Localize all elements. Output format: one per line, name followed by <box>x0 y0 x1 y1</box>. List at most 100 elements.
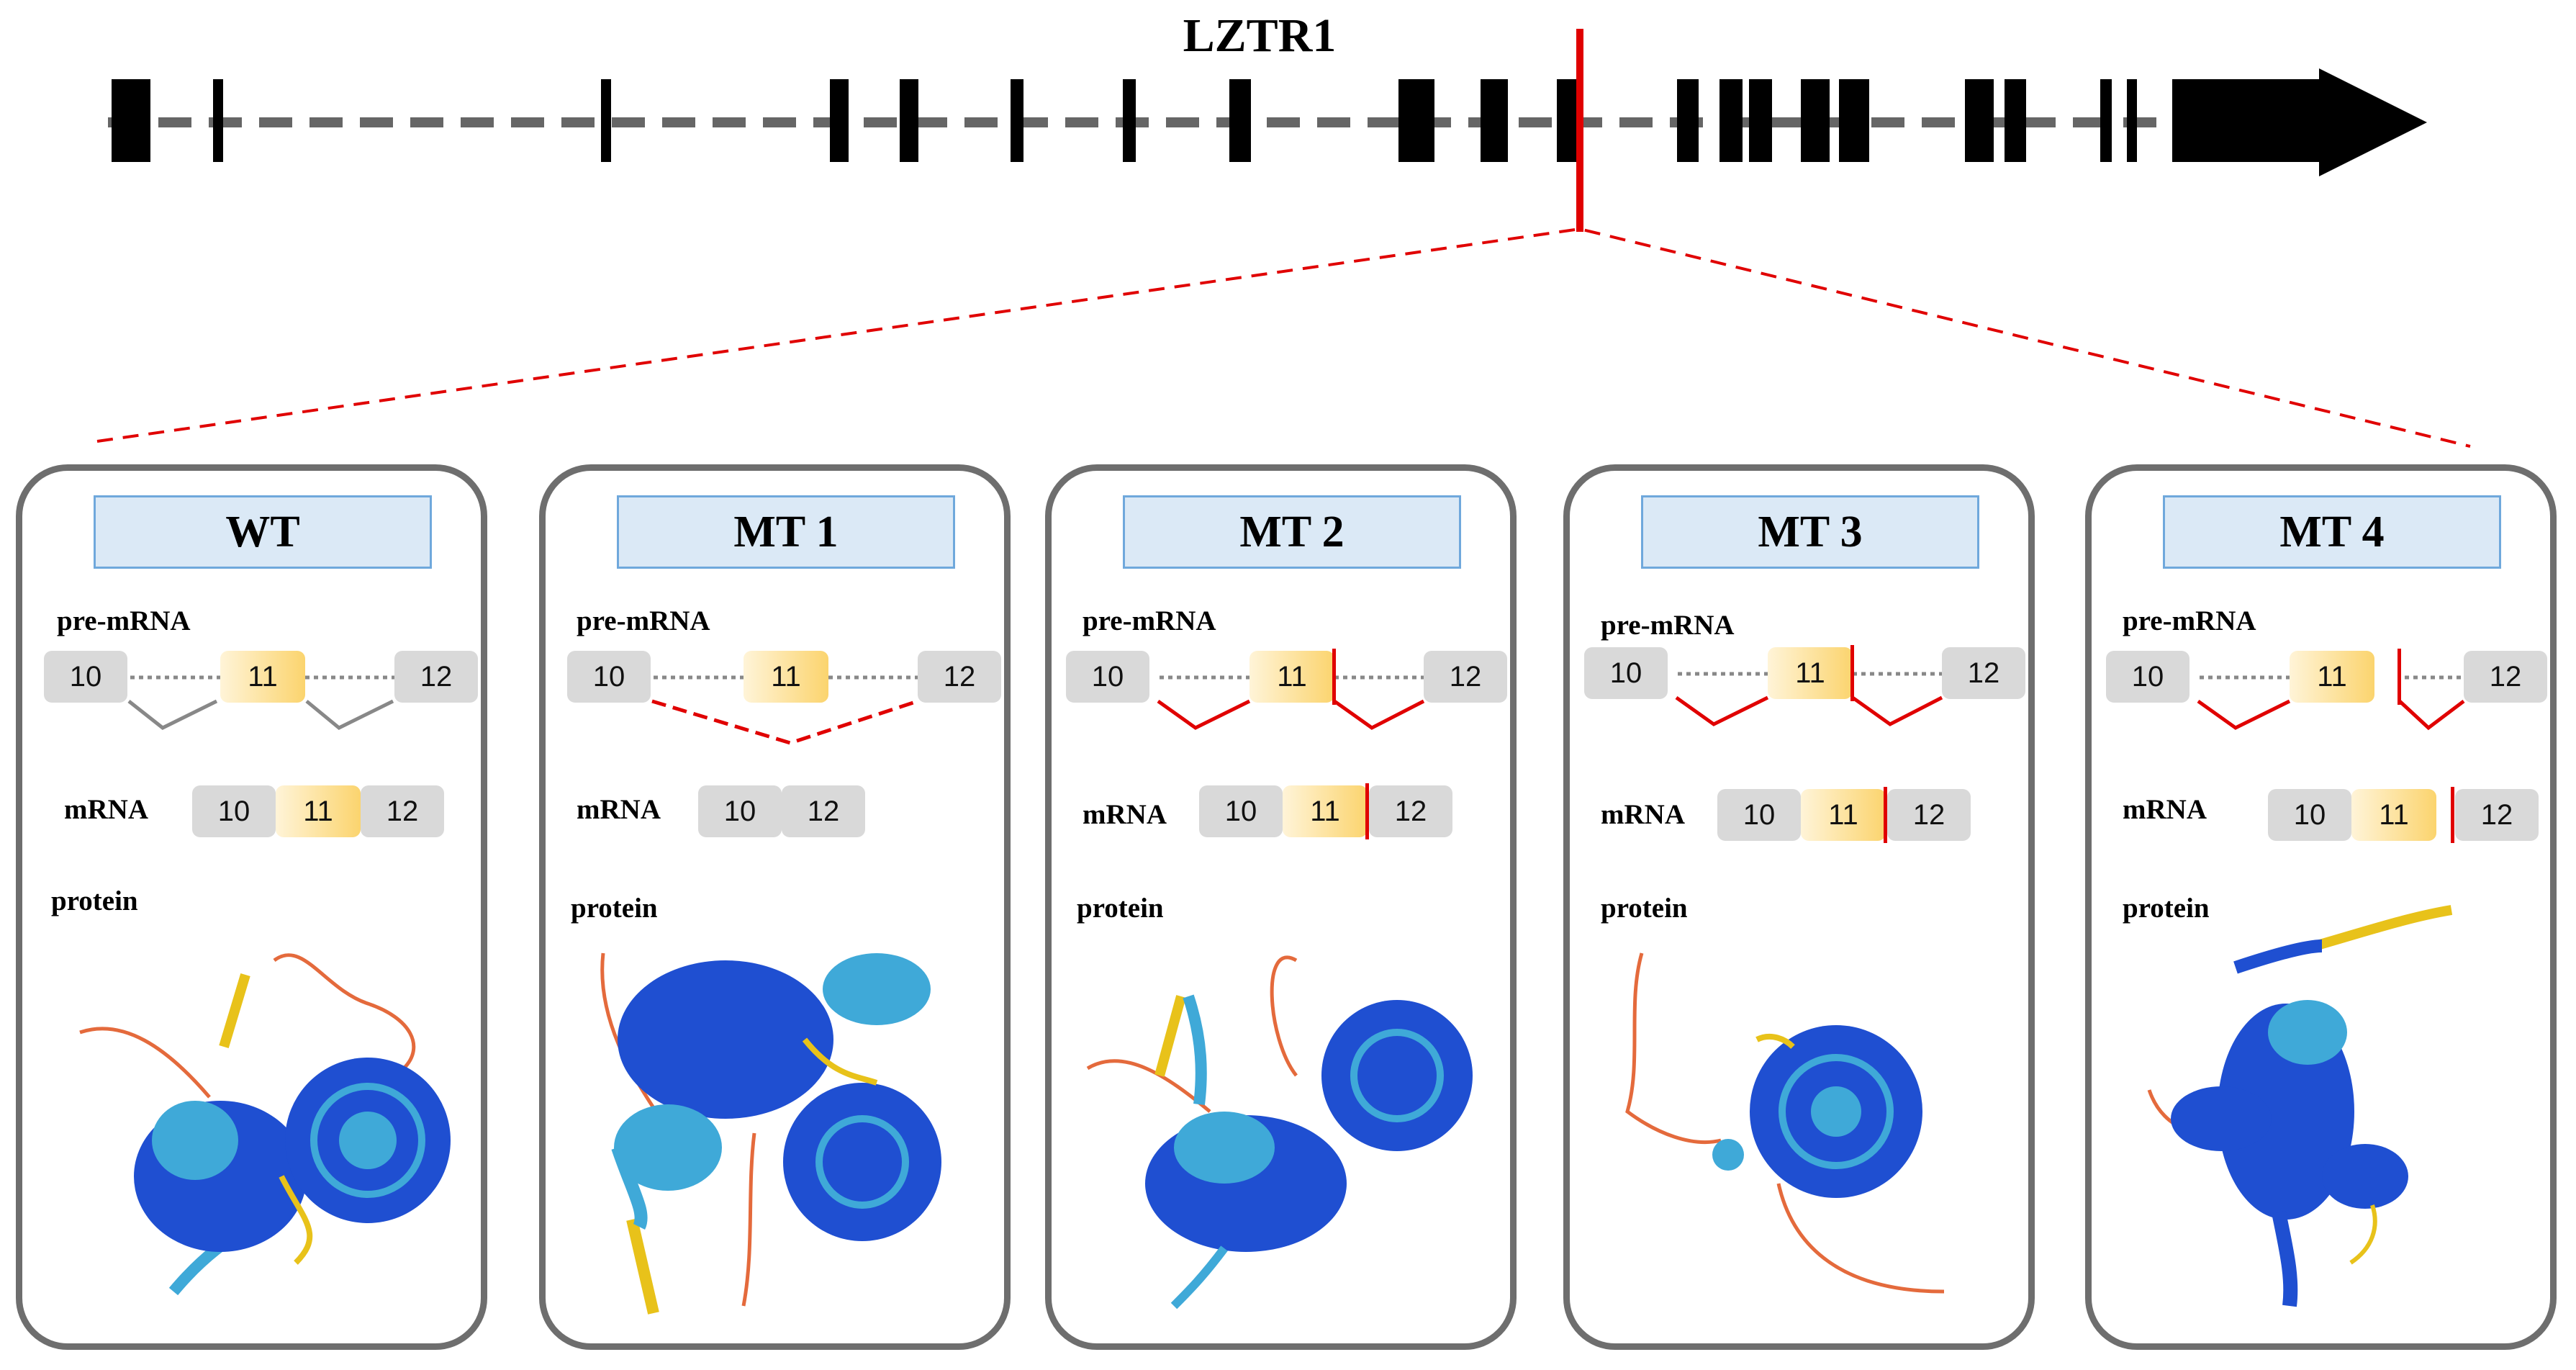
exon-11: 11 <box>744 651 828 703</box>
variant-mark <box>2451 787 2454 843</box>
exon-12: 12 <box>918 651 1001 703</box>
exon-12: 12 <box>1887 789 1971 841</box>
exon-10: 10 <box>698 785 782 837</box>
exon-10: 10 <box>2268 789 2351 841</box>
exon-12: 12 <box>361 785 444 837</box>
panel-title: MT 1 <box>617 495 955 569</box>
exon-block <box>1123 79 1136 162</box>
panel-mt1: MT 1 pre-mRNA 10 11 12 mRNA 10 12 protei… <box>539 464 1011 1350</box>
exon-block <box>1011 79 1023 162</box>
exon-block <box>1677 79 1699 162</box>
mrna-label: mRNA <box>2123 794 2207 825</box>
variant-mark <box>1332 649 1336 705</box>
protein-structure-image <box>79 953 451 1296</box>
exon-block <box>1398 79 1434 162</box>
exon-block <box>213 79 223 162</box>
gene-end-arrow <box>2172 68 2427 176</box>
splice-lines <box>127 675 394 730</box>
protein-structure <box>65 932 469 1338</box>
exon-12: 12 <box>1942 647 2025 699</box>
exon-11: 11 <box>2351 789 2436 841</box>
splice-lines <box>2197 675 2465 731</box>
protein-structure <box>1080 932 1498 1338</box>
protein-label: protein <box>51 885 138 916</box>
gene-title: LZTR1 <box>1183 9 1337 62</box>
exon-12: 12 <box>394 651 478 703</box>
exon-10: 10 <box>2106 651 2189 703</box>
exon-12: 12 <box>2464 651 2547 703</box>
exon-11: 11 <box>1249 651 1334 703</box>
panel-mt3: MT 3 pre-mRNA 10 11 12 mRNA 10 11 12 pro… <box>1563 464 2035 1350</box>
exon-block <box>1481 79 1508 162</box>
panel-title: MT 4 <box>2163 495 2501 569</box>
exon-10: 10 <box>1717 789 1801 841</box>
exon-block <box>1229 79 1251 162</box>
pre-mrna-label: pre-mRNA <box>57 605 191 636</box>
protein-structure-image <box>1625 952 1945 1294</box>
pre-mrna-label: pre-mRNA <box>2123 605 2256 636</box>
exon-11: 11 <box>220 651 305 703</box>
exon-11: 11 <box>1283 785 1368 837</box>
mrna-label: mRNA <box>1601 799 1685 830</box>
exon-11: 11 <box>1801 789 1886 841</box>
panel-mt2: MT 2 pre-mRNA 10 11 12 mRNA 10 11 12 pro… <box>1045 464 1517 1350</box>
protein-label: protein <box>571 893 658 924</box>
exon-10: 10 <box>567 651 651 703</box>
exon-block <box>112 79 150 162</box>
exon-11: 11 <box>1768 647 1853 699</box>
exon-block <box>2127 79 2137 162</box>
protein-structure <box>1613 946 2016 1338</box>
panel-mt4: MT 4 pre-mRNA 10 11 12 mRNA 10 11 12 pro… <box>2085 464 2557 1350</box>
splice-lines <box>1157 675 1425 730</box>
exon-10: 10 <box>192 785 276 837</box>
exon-10: 10 <box>1066 651 1149 703</box>
protein-structure-image <box>600 952 941 1315</box>
exon-12: 12 <box>1424 651 1507 703</box>
exon-10: 10 <box>1584 647 1668 699</box>
exon-block <box>1965 79 1994 162</box>
mrna-label: mRNA <box>577 794 661 825</box>
protein-label: protein <box>1601 893 1688 924</box>
exon-12: 12 <box>1369 785 1452 837</box>
exon-block <box>1839 79 1869 162</box>
protein-structure-image <box>1086 955 1473 1310</box>
variant-mark <box>1850 645 1854 701</box>
protein-structure <box>2135 903 2538 1338</box>
exon-blocks <box>112 68 2427 176</box>
panel-title: MT 3 <box>1641 495 1979 569</box>
exon-block <box>1749 79 1772 162</box>
panel-title: MT 2 <box>1123 495 1461 569</box>
pre-mrna-label: pre-mRNA <box>1083 605 1216 636</box>
exon-block <box>2100 79 2112 162</box>
exon-11: 11 <box>276 785 361 837</box>
protein-label: protein <box>2123 893 2210 924</box>
exon-10: 10 <box>44 651 127 703</box>
exon-12: 12 <box>782 785 865 837</box>
exon-block <box>601 79 611 162</box>
zoom-guide <box>96 227 2471 448</box>
exon-12: 12 <box>2455 789 2539 841</box>
exon-block <box>1801 79 1830 162</box>
protein-structure-image <box>2147 905 2453 1307</box>
protein-structure <box>574 932 992 1338</box>
exon-block <box>1719 79 1743 162</box>
pre-mrna-label: pre-mRNA <box>577 605 710 636</box>
exon-block <box>2005 79 2026 162</box>
exon-11: 11 <box>2290 651 2374 703</box>
exon-10: 10 <box>1199 785 1283 837</box>
splice-lines <box>651 675 918 745</box>
variant-mark <box>2398 649 2401 705</box>
variant-mark <box>1884 787 1887 843</box>
exon-block <box>900 79 918 162</box>
pre-mrna-label: pre-mRNA <box>1601 610 1735 641</box>
protein-label: protein <box>1077 893 1164 924</box>
exon-block <box>830 79 849 162</box>
exon-block <box>1557 79 1577 162</box>
mrna-label: mRNA <box>64 794 148 825</box>
panel-wt: WT pre-mRNA 10 11 12 mRNA 10 11 12 prote… <box>16 464 487 1350</box>
panel-title: WT <box>94 495 432 569</box>
mrna-label: mRNA <box>1083 799 1167 830</box>
variant-mark <box>1365 783 1369 839</box>
